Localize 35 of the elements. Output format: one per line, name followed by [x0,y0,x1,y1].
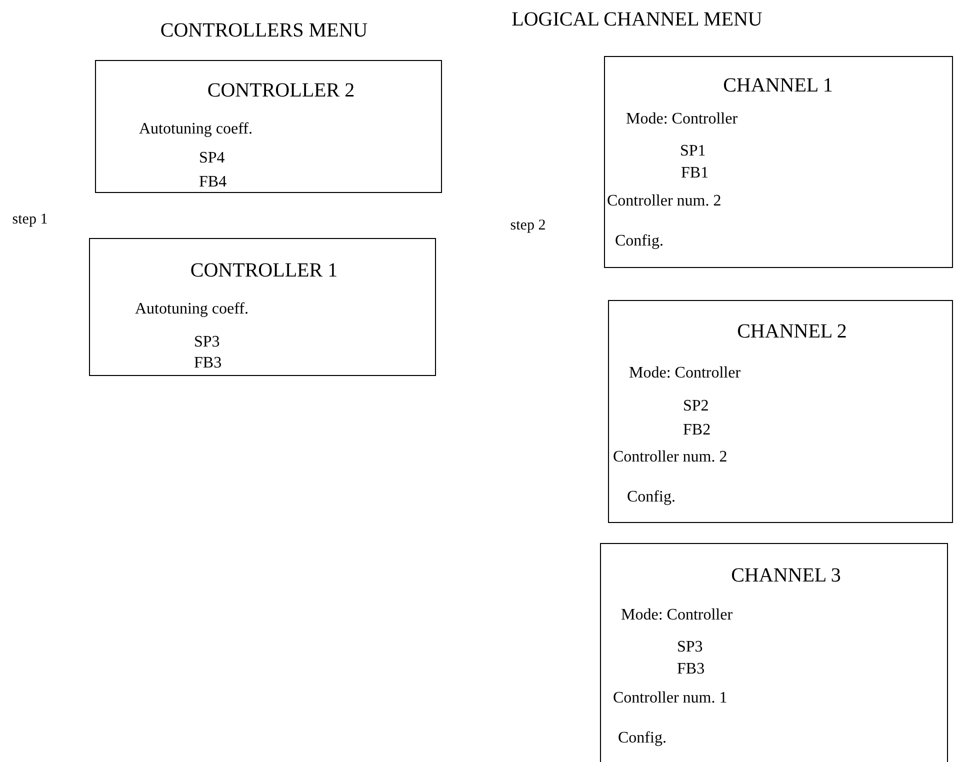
menu-item: FB4 [199,172,227,192]
menu-title: CONTROLLERS MENU [160,20,368,42]
menu-item: Controller num. 2 [607,192,722,210]
step-label: step 2 [510,218,546,234]
menu-title: LOGICAL CHANNEL MENU [512,8,762,32]
menu-item: Mode: Controller [621,606,733,624]
menu-item: Autotuning coeff. [139,120,252,138]
menu-panel [95,60,442,193]
menu-panel [89,238,436,376]
menu-item: SP4 [199,148,225,168]
menu-item: SP1 [680,142,706,160]
menu-item: Autotuning coeff. [135,300,248,318]
panel-heading: CHANNEL 1 [723,74,833,98]
menu-item: Mode: Controller [626,110,738,128]
menu-item: Config. [627,488,676,506]
menu-item: SP2 [683,396,709,416]
panel-heading: CHANNEL 2 [737,320,847,344]
menu-item: FB3 [194,354,222,372]
panel-heading: CONTROLLER 2 [207,80,355,102]
menu-item: Controller num. 2 [613,448,728,466]
menu-item: SP3 [677,638,703,656]
menu-item: Controller num. 1 [613,688,728,708]
menu-item: Config. [615,232,664,250]
menu-item: FB3 [677,660,705,678]
panel-heading: CONTROLLER 1 [190,260,338,282]
menu-panel [604,56,953,268]
menu-item: Mode: Controller [629,364,741,382]
menu-item: FB2 [683,420,711,440]
menu-panel [608,300,953,523]
menu-item: Config. [618,728,666,748]
step-label: step 1 [12,212,48,228]
menu-panel [600,543,948,762]
menu-item: FB1 [681,164,709,182]
menu-item: SP3 [194,332,220,352]
panel-heading: CHANNEL 3 [731,564,841,588]
